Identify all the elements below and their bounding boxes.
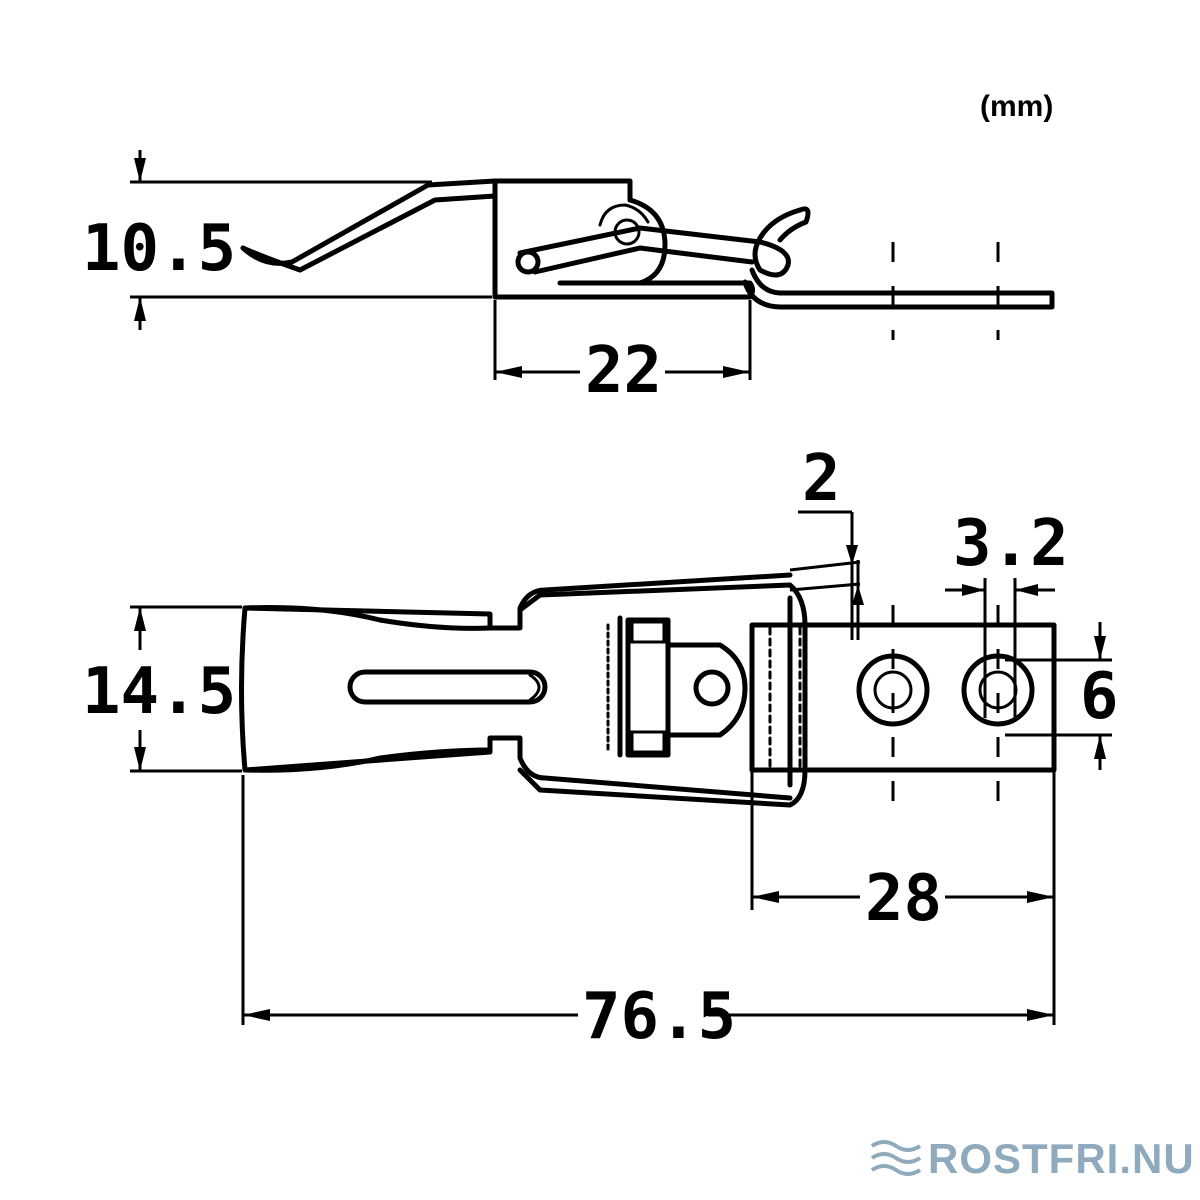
top-keeper-plate [749,622,1057,773]
dim-side-height-arrow-top [134,158,146,182]
dim-plate-label: 6 [1080,660,1119,734]
top-body-block [625,617,671,758]
dim-overall-label: 76.5 [582,980,736,1054]
dim-hole-arrow-right [1015,584,1038,596]
top-slot-end [528,673,541,702]
top-handle-outline-top [242,572,793,631]
dim-slot-wire-2 [789,582,861,592]
dim-top-height-arrow-bottom [134,747,146,771]
side-knuckle-outline [598,203,650,227]
top-body-rivets-top [630,620,666,644]
side-view: 10.5 22 [82,150,1055,408]
dim-keeper-arrow-left [752,891,779,903]
side-lever-arm [240,178,633,266]
top-handle-taper-bottom [242,747,493,773]
dim-keeper-label: 28 [865,862,942,936]
dim-plate-arrow-bottom [1094,735,1106,759]
dim-slot-wire-1 [789,560,861,572]
side-hook-tip [777,206,811,243]
top-view: 14.5 2 3.2 6 28 [82,442,1119,1054]
dim-side-width-arrow-left [495,366,522,378]
dim-slot-arrow-top [846,545,858,565]
top-handle-slot [347,669,548,705]
dim-overall-arrow-left [243,1009,270,1021]
side-keeper-plate [742,267,1055,310]
wave-icon [870,1140,922,1176]
units-label: (mm) [980,90,1053,123]
dim-side-height-label: 10.5 [82,212,236,286]
dim-plate-arrow-top [1094,636,1106,660]
dim-overall-arrow-right [1027,1009,1054,1021]
brand-name: ROSTFRI.NU [928,1135,1195,1182]
brand-logo: ROSTFRI.NU [870,1135,1195,1182]
dim-slot-label: 2 [802,442,841,516]
dim-slot-arrow-bottom [852,585,864,605]
side-hook-wire-lower [532,245,755,275]
side-lever-arm-lower [240,193,498,273]
dim-side-height-arrow-bottom [134,297,146,321]
dim-hole-arrow-left [962,584,985,596]
dim-side-width-arrow-right [723,366,750,378]
dim-top-height-label: 14.5 [82,655,236,729]
dim-top-height-arrow-top [134,607,146,631]
dim-hole-label: 3.2 [953,507,1069,581]
top-lug [665,642,748,738]
side-body-curve [627,197,668,286]
top-handle-taper-top [242,605,493,631]
dim-side-width-label: 22 [585,334,662,408]
top-body-rivets-bottom [630,730,666,754]
side-hook-wire [517,207,803,278]
dim-keeper-arrow-right [1027,891,1054,903]
top-lug-hole [693,669,731,707]
